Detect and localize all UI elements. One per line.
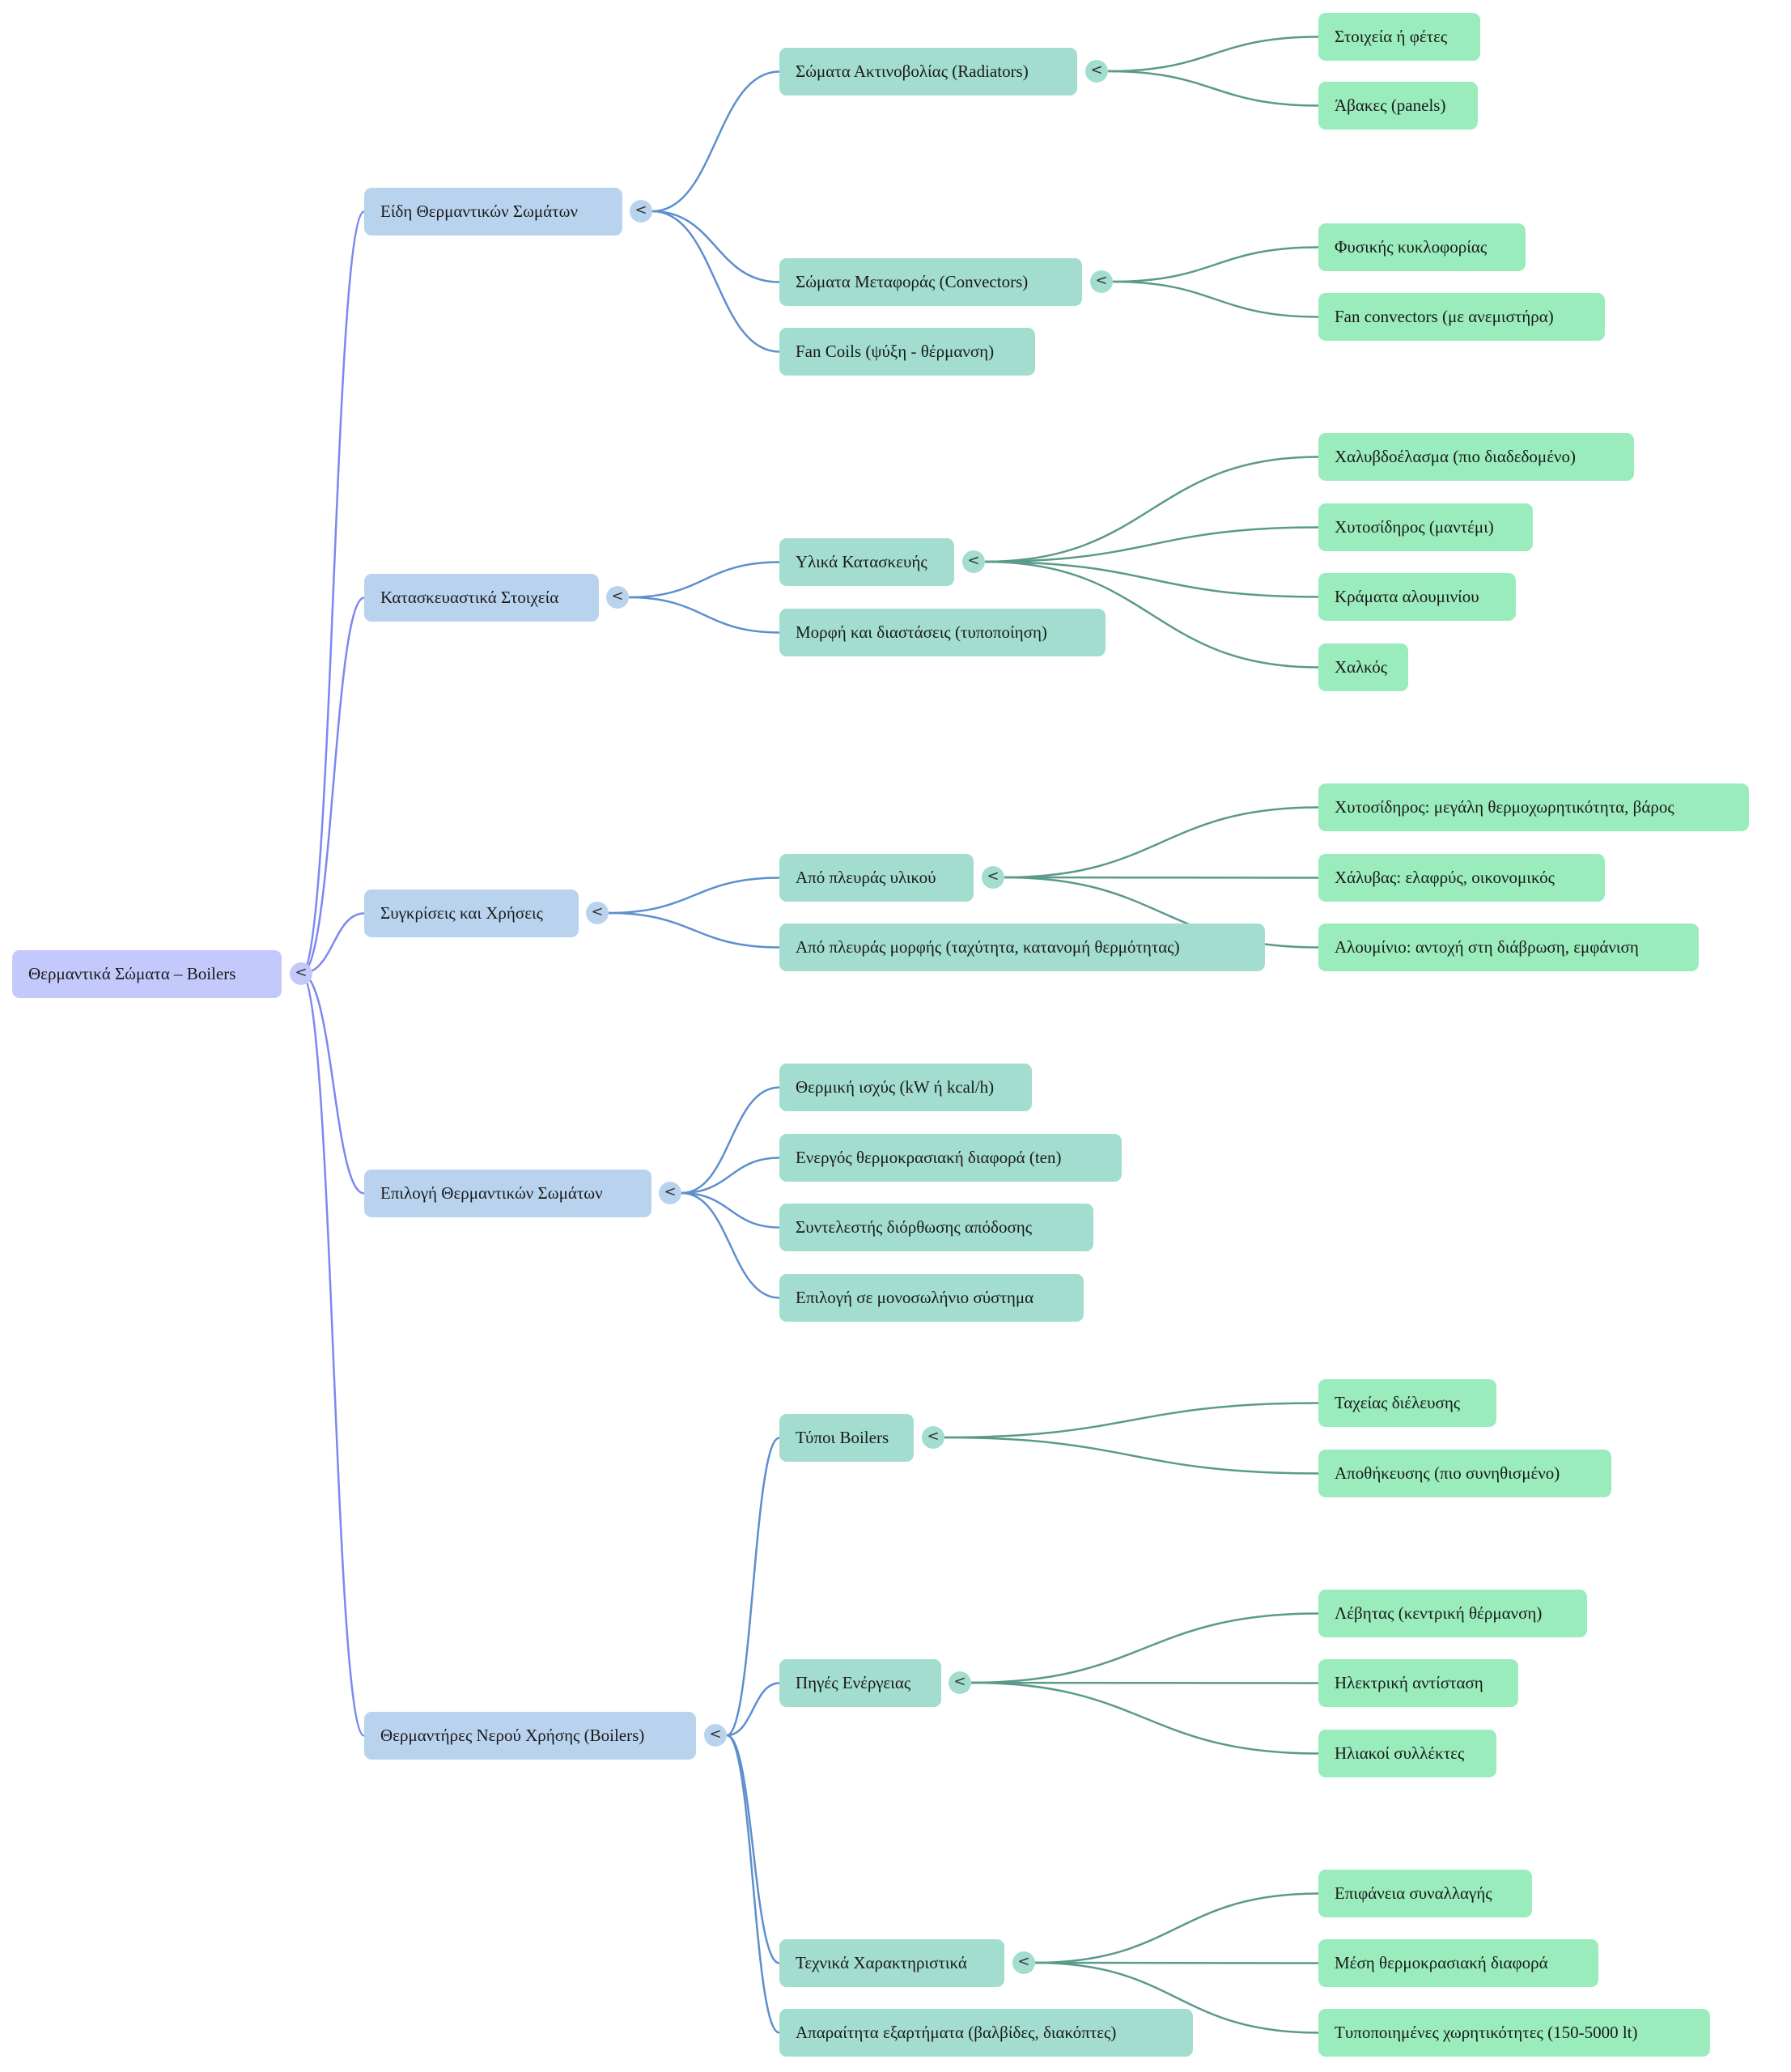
root-node[interactable]: Θερμαντικά Σώματα – Boilers <box>12 950 282 998</box>
node-shape-dimensions[interactable]: Μορφή και διαστάσεις (τυποποίηση) <box>779 609 1106 656</box>
link-node-materials <box>628 561 780 599</box>
node-boiler-types[interactable]: Τύποι Boilers <box>779 1414 914 1462</box>
branch-construction[interactable]: Κατασκευαστικά Στοιχεία <box>364 574 599 622</box>
node-thermal-power[interactable]: Θερμική ισχύς (kW ή kcal/h) <box>779 1064 1032 1111</box>
node-boiler-types-toggle[interactable]: < <box>922 1426 944 1449</box>
link-node-by-shape <box>608 911 780 949</box>
leaf-copper[interactable]: Χαλκός <box>1318 643 1408 691</box>
link-root-branch-construction <box>300 597 365 975</box>
link-leaf-solar-collectors <box>970 1681 1319 1755</box>
link-node-temp-difference <box>681 1157 780 1195</box>
branch-boilers-toggle[interactable]: < <box>704 1724 727 1747</box>
link-leaf-mean-temp-difference <box>1034 1961 1319 1964</box>
link-node-by-material <box>608 877 780 915</box>
link-node-required-fittings <box>726 1734 780 2034</box>
leaf-cast-iron-comparison[interactable]: Χυτοσίδηρος: μεγάλη θερμοχωρητικότητα, β… <box>1318 783 1749 831</box>
link-node-boiler-types <box>726 1437 780 1737</box>
link-leaf-steel-comparison <box>1004 876 1319 879</box>
link-leaf-panels <box>1107 70 1319 107</box>
link-leaf-electric-resistance <box>970 1681 1319 1684</box>
link-node-radiators <box>651 70 780 213</box>
link-root-branch-boilers <box>300 972 366 1737</box>
node-energy-sources-toggle[interactable]: < <box>949 1671 971 1694</box>
leaf-storage[interactable]: Αποθήκευσης (πιο συνηθισμένο) <box>1318 1450 1611 1497</box>
node-fan-coils[interactable]: Fan Coils (ψύξη - θέρμανση) <box>779 328 1035 376</box>
link-node-thermal-power <box>681 1086 780 1195</box>
link-root-branch-types <box>300 210 366 975</box>
root-collapse-toggle[interactable]: < <box>290 962 312 985</box>
node-by-shape[interactable]: Από πλευράς μορφής (ταχύτητα, κατανομή θ… <box>779 923 1265 971</box>
node-by-material[interactable]: Από πλευράς υλικού <box>779 854 974 902</box>
branch-types-toggle[interactable]: < <box>630 200 652 223</box>
leaf-aluminium-comparison[interactable]: Αλουμίνιο: αντοχή στη διάβρωση, εμφάνιση <box>1318 923 1699 971</box>
node-materials-toggle[interactable]: < <box>962 550 985 573</box>
leaf-aluminium-alloys[interactable]: Κράματα αλουμινίου <box>1318 573 1516 621</box>
leaf-standard-capacities[interactable]: Τυποποιημένες χωρητικότητες (150-5000 lt… <box>1318 2009 1710 2057</box>
link-node-energy-sources <box>726 1682 780 1737</box>
node-by-material-toggle[interactable]: < <box>982 866 1004 889</box>
link-leaf-storage <box>944 1436 1319 1475</box>
leaf-sections[interactable]: Στοιχεία ή φέτες <box>1318 13 1480 61</box>
leaf-instantaneous[interactable]: Ταχείας διέλευσης <box>1318 1379 1496 1427</box>
link-root-branch-selection <box>300 972 365 1195</box>
link-leaf-sections <box>1107 36 1319 73</box>
node-correction-factor[interactable]: Συντελεστής διόρθωσης απόδοσης <box>779 1204 1093 1251</box>
link-node-fan-coils <box>651 210 780 353</box>
node-radiators[interactable]: Σώματα Ακτινοβολίας (Radiators) <box>779 48 1077 96</box>
branch-boilers[interactable]: Θερμαντήρες Νερού Χρήσης (Boilers) <box>364 1712 696 1760</box>
link-node-correction-factor <box>681 1191 780 1229</box>
link-leaf-copper <box>984 560 1319 669</box>
node-single-pipe[interactable]: Επιλογή σε μονοσωλήνιο σύστημα <box>779 1274 1084 1322</box>
leaf-exchange-surface[interactable]: Επιφάνεια συναλλαγής <box>1318 1870 1532 1917</box>
leaf-fan-convectors[interactable]: Fan convectors (με ανεμιστήρα) <box>1318 293 1605 341</box>
link-leaf-fan-convectors <box>1112 280 1319 318</box>
branch-comparisons-toggle[interactable]: < <box>586 902 609 924</box>
link-leaf-standard-capacities <box>1034 1961 1319 2034</box>
node-required-fittings[interactable]: Απαραίτητα εξαρτήματα (βαλβίδες, διακόπτ… <box>779 2009 1193 2057</box>
link-leaf-exchange-surface <box>1034 1892 1319 1964</box>
node-convectors[interactable]: Σώματα Μεταφοράς (Convectors) <box>779 258 1082 306</box>
link-node-technical-specs <box>726 1734 780 1964</box>
branch-construction-toggle[interactable]: < <box>606 586 629 609</box>
node-technical-specs[interactable]: Τεχνικά Χαρακτηριστικά <box>779 1939 1004 1987</box>
leaf-mean-temp-difference[interactable]: Μέση θερμοκρασιακή διαφορά <box>1318 1939 1598 1987</box>
link-node-shape-dimensions <box>628 596 780 634</box>
leaf-steel-sheet[interactable]: Χαλυβδοέλασμα (πιο διαδεδομένο) <box>1318 433 1634 481</box>
leaf-natural-circulation[interactable]: Φυσικής κυκλοφορίας <box>1318 223 1526 271</box>
node-materials[interactable]: Υλικά Κατασκευής <box>779 538 954 586</box>
leaf-central-heating-boiler[interactable]: Λέβητας (κεντρική θέρμανση) <box>1318 1590 1587 1637</box>
leaf-steel-comparison[interactable]: Χάλυβας: ελαφρύς, οικονομικός <box>1318 854 1605 902</box>
node-convectors-toggle[interactable]: < <box>1090 270 1113 293</box>
link-node-single-pipe <box>681 1191 780 1299</box>
node-temp-difference[interactable]: Ενεργός θερμοκρασιακή διαφορά (ten) <box>779 1134 1122 1182</box>
link-leaf-cast-iron-comparison <box>1004 806 1319 879</box>
node-radiators-toggle[interactable]: < <box>1085 60 1108 83</box>
link-leaf-aluminium-alloys <box>984 560 1319 598</box>
leaf-electric-resistance[interactable]: Ηλεκτρική αντίσταση <box>1318 1659 1518 1707</box>
link-leaf-cast-iron <box>984 526 1319 563</box>
link-leaf-natural-circulation <box>1112 246 1319 283</box>
branch-types[interactable]: Είδη Θερμαντικών Σωμάτων <box>364 188 622 236</box>
link-leaf-central-heating-boiler <box>970 1612 1319 1684</box>
branch-selection[interactable]: Επιλογή Θερμαντικών Σωμάτων <box>364 1170 651 1217</box>
leaf-panels[interactable]: Άβακες (panels) <box>1318 82 1478 130</box>
branch-comparisons[interactable]: Συγκρίσεις και Χρήσεις <box>364 890 579 937</box>
leaf-cast-iron[interactable]: Χυτοσίδηρος (μαντέμι) <box>1318 503 1533 551</box>
branch-selection-toggle[interactable]: < <box>659 1182 681 1204</box>
link-leaf-steel-sheet <box>984 456 1319 563</box>
node-energy-sources[interactable]: Πηγές Ενέργειας <box>779 1659 941 1707</box>
link-node-convectors <box>651 210 780 283</box>
leaf-solar-collectors[interactable]: Ηλιακοί συλλέκτες <box>1318 1730 1496 1777</box>
node-technical-specs-toggle[interactable]: < <box>1012 1951 1035 1974</box>
link-leaf-instantaneous <box>944 1402 1319 1439</box>
